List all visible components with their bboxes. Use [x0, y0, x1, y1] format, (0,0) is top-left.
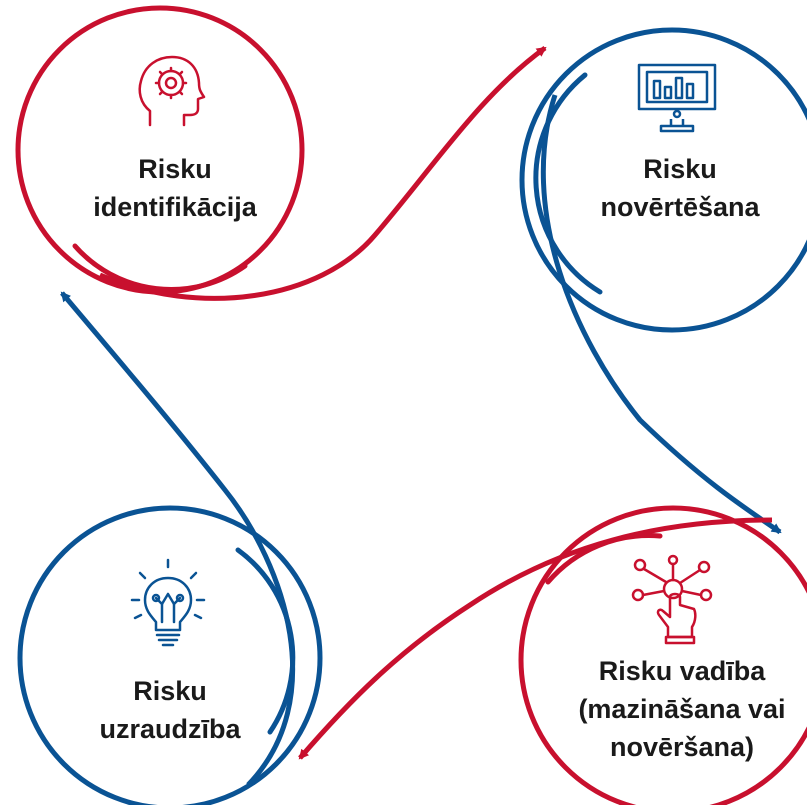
management-label: Risku vadība (mazināšana vai novēršana)	[567, 652, 797, 766]
head-gear-icon	[138, 55, 206, 127]
stage-monitoring	[17, 505, 323, 805]
assessment-label-line-2: novērtēšana	[600, 192, 760, 222]
arrow-identification-to-assessment	[99, 45, 547, 301]
arrow-management-to-monitoring	[298, 517, 773, 760]
assessment-label-line-1: Risku	[643, 154, 717, 184]
identification-inner-arc	[72, 243, 248, 292]
lightbulb-icon	[130, 558, 206, 647]
assessment-label: Risku novērtēšana	[580, 150, 780, 226]
management-label-line-1: Risku vadība	[598, 656, 766, 686]
identification-label-line-2: identifikācija	[93, 192, 257, 222]
touch-network-icon	[631, 554, 713, 645]
management-label-line-3: novēršana)	[609, 732, 755, 762]
assessment-inner-arc	[533, 72, 603, 295]
monitoring-label: Risku uzraudzība	[70, 672, 270, 748]
management-circle	[518, 505, 807, 805]
monitor-chart-icon	[637, 63, 717, 133]
assessment-circle	[519, 27, 807, 333]
monitoring-label-line-2: uzraudzība	[99, 714, 241, 744]
monitoring-label-line-1: Risku	[133, 676, 207, 706]
management-label-line-2: (mazināšana vai	[578, 694, 786, 724]
monitoring-circle	[17, 505, 323, 805]
arrow-assessment-to-management	[540, 94, 782, 535]
arrow-monitoring-to-identification	[60, 291, 296, 787]
stage-assessment	[519, 27, 807, 333]
identification-label-line-1: Risku	[138, 154, 212, 184]
identification-label: Risku identifikācija	[75, 150, 275, 226]
